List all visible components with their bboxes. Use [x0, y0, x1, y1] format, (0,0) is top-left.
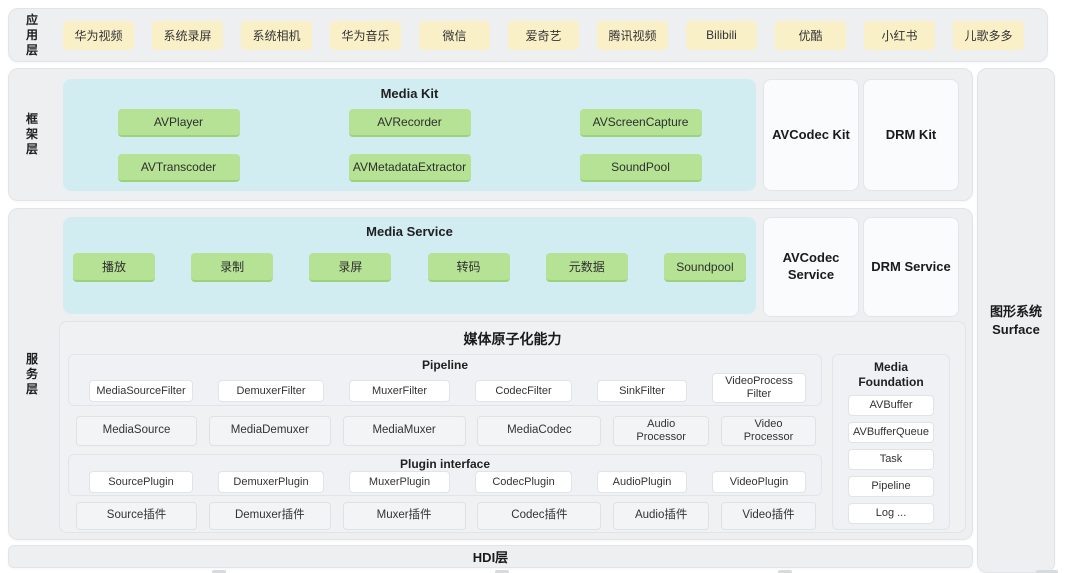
- plugin-interface-chip: DemuxerPlugin: [218, 471, 324, 493]
- app-chip: 爱奇艺: [508, 20, 579, 50]
- app-chip: 华为音乐: [330, 20, 401, 50]
- media-foundation-title: Media Foundation: [858, 360, 924, 389]
- media-kit-chip: SoundPool: [579, 154, 702, 182]
- drm-service-box: DRM Service: [863, 217, 959, 317]
- media-kit-chip: AVRecorder: [348, 109, 471, 137]
- media-kit-chip: AVScreenCapture: [579, 109, 702, 137]
- media-kit-chip: AVMetadataExtractor: [348, 154, 471, 182]
- media-service-chip: 转码: [427, 253, 510, 282]
- media-module-chip: Video Processor: [720, 416, 816, 446]
- plugin-interface-chip: AudioPlugin: [597, 471, 687, 493]
- media-atomic-capability-box: 媒体原子化能力 Pipeline MediaSourceFilter Demux…: [59, 321, 966, 533]
- media-foundation-chip: AVBuffer: [848, 395, 934, 416]
- plugin-chip: Codec插件: [477, 502, 602, 530]
- media-kit-chip: AVTranscoder: [117, 154, 240, 182]
- pipeline-chip: SinkFilter: [597, 380, 687, 402]
- app-chip: 小红书: [864, 20, 935, 50]
- pipeline-chip: VideoProcess Filter: [712, 373, 806, 403]
- application-app-row: 华为视频 系统录屏 系统相机 华为音乐 微信 爱奇艺 腾讯视频 Bilibili…: [63, 9, 1039, 61]
- app-chip: 儿歌多多: [953, 20, 1024, 50]
- framework-layer: 框 架 层 Media Kit AVPlayer AVRecorder AVSc…: [8, 68, 973, 201]
- app-chip: 优酷: [775, 20, 846, 50]
- app-chip: 腾讯视频: [597, 20, 668, 50]
- plugin-interface-chip: SourcePlugin: [89, 471, 193, 493]
- media-foundation-chip: Log ...: [848, 503, 934, 524]
- pipeline-chip: CodecFilter: [475, 380, 572, 402]
- plugin-interface-chip: CodecPlugin: [475, 471, 572, 493]
- media-module-chip: MediaSource: [76, 416, 197, 446]
- pipeline-box: Pipeline MediaSourceFilter DemuxerFilter…: [68, 354, 822, 406]
- service-layer-label: 服 务 层: [25, 351, 38, 396]
- application-layer-label: 应 用 层: [25, 12, 38, 57]
- plugin-chip: Audio插件: [613, 502, 710, 530]
- avcodec-kit-box: AVCodec Kit: [763, 79, 859, 191]
- media-foundation-chip: Pipeline: [848, 476, 934, 497]
- media-module-chip: Audio Processor: [613, 416, 710, 446]
- plugin-chip: Source插件: [76, 502, 197, 530]
- media-atomic-capability-title: 媒体原子化能力: [463, 331, 562, 347]
- plugin-interface-row: SourcePlugin DemuxerPlugin MuxerPlugin C…: [89, 471, 806, 493]
- media-service-chip: 录屏: [309, 253, 392, 282]
- pipeline-chip: MediaSourceFilter: [89, 380, 193, 402]
- drm-kit-box: DRM Kit: [863, 79, 959, 191]
- media-kit-chip: AVPlayer: [117, 109, 240, 137]
- media-foundation-chip: Task: [848, 449, 934, 470]
- media-kit-panel: Media Kit AVPlayer AVRecorder AVScreenCa…: [63, 79, 756, 191]
- plugins-row: Source插件 Demuxer插件 Muxer插件 Codec插件 Audio…: [76, 502, 816, 530]
- plugin-chip: Demuxer插件: [208, 502, 331, 530]
- media-service-chip: 播放: [73, 253, 155, 282]
- media-service-chip: 录制: [191, 253, 274, 282]
- media-kit-title: Media Kit: [380, 86, 439, 101]
- cutoff-mark: [212, 570, 226, 573]
- app-chip: 系统相机: [241, 20, 312, 50]
- pipeline-chip: MuxerFilter: [349, 380, 450, 402]
- media-module-chip: MediaMuxer: [342, 416, 466, 446]
- plugin-interface-title: Plugin interface: [399, 457, 491, 471]
- plugin-interface-box: Plugin interface SourcePlugin DemuxerPlu…: [68, 454, 822, 496]
- app-chip: 系统录屏: [152, 20, 223, 50]
- app-chip: Bilibili: [686, 20, 757, 50]
- plugin-interface-chip: VideoPlugin: [712, 471, 806, 493]
- media-foundation-stack: AVBuffer AVBufferQueue Task Pipeline Log…: [833, 395, 949, 524]
- app-chip: 华为视频: [63, 20, 134, 50]
- media-foundation-chip: AVBufferQueue: [848, 422, 934, 443]
- hdi-layer: HDI层: [8, 545, 973, 568]
- media-service-chip: Soundpool: [663, 253, 746, 282]
- plugin-chip: Muxer插件: [342, 502, 466, 530]
- media-service-title: Media Service: [366, 224, 453, 239]
- media-kit-grid: AVPlayer AVRecorder AVScreenCapture AVTr…: [63, 109, 756, 182]
- graphics-system-surface-column: 图形系统 Surface: [977, 68, 1055, 573]
- pipeline-row: MediaSourceFilter DemuxerFilter MuxerFil…: [89, 373, 806, 403]
- pipeline-title: Pipeline: [421, 358, 468, 372]
- media-modules-row: MediaSource MediaDemuxer MediaMuxer Medi…: [76, 416, 816, 446]
- media-module-chip: MediaCodec: [477, 416, 602, 446]
- plugin-interface-chip: MuxerPlugin: [349, 471, 450, 493]
- media-module-chip: MediaDemuxer: [208, 416, 331, 446]
- service-layer: 服 务 层 Media Service 播放 录制 录屏 转码 元数据 Soun…: [8, 208, 973, 540]
- app-chip: 微信: [419, 20, 490, 50]
- pipeline-chip: DemuxerFilter: [218, 380, 324, 402]
- plugin-chip: Video插件: [720, 502, 816, 530]
- cutoff-mark: [778, 570, 792, 573]
- cutoff-mark: [1036, 570, 1058, 573]
- media-service-row: 播放 录制 录屏 转码 元数据 Soundpool: [63, 253, 756, 282]
- application-layer: 应 用 层 华为视频 系统录屏 系统相机 华为音乐 微信 爱奇艺 腾讯视频 Bi…: [8, 8, 1048, 62]
- media-foundation-box: Media Foundation AVBuffer AVBufferQueue …: [832, 354, 950, 530]
- framework-layer-label: 框 架 层: [25, 112, 38, 156]
- avcodec-service-box: AVCodec Service: [763, 217, 859, 317]
- media-service-chip: 元数据: [545, 253, 628, 282]
- cutoff-mark: [495, 570, 509, 573]
- media-service-panel: Media Service 播放 录制 录屏 转码 元数据 Soundpool: [63, 217, 756, 314]
